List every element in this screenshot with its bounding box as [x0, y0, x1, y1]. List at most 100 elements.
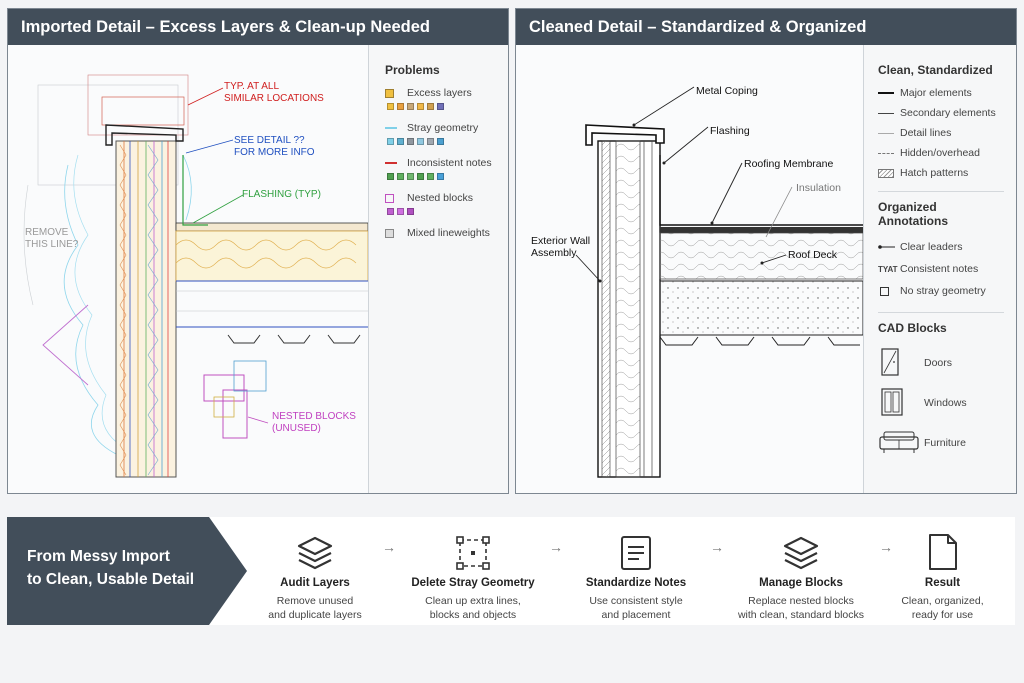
- workflow-banner: From Messy Import to Clean, Usable Detai…: [7, 517, 247, 625]
- legend-item-label: Mixed lineweights: [407, 227, 490, 239]
- arrow-right-icon: →: [382, 539, 396, 555]
- sofa-icon: [878, 429, 924, 458]
- roof-deck-label: Roof Deck: [788, 249, 838, 261]
- legend-item-label: Stray geometry: [407, 122, 479, 134]
- layer-color-swatch: [387, 173, 394, 180]
- step-title: Audit Layers: [280, 577, 350, 589]
- arrow-right-icon: →: [710, 539, 724, 555]
- legend-line-label: Hidden/overhead: [900, 147, 980, 159]
- legend-clear-leaders: Clear leaders: [878, 236, 1004, 258]
- hatch-pattern-icon: [878, 168, 900, 178]
- legend-block-label: Doors: [924, 357, 953, 369]
- inconsistent-notes-swatches: [385, 173, 496, 180]
- step-desc-line1: Use consistent style: [589, 595, 683, 607]
- exterior-wall-label-line2: Assembly: [531, 247, 577, 259]
- layer-color-swatch: [397, 138, 404, 145]
- legend-item-inconsistent-notes: Inconsistent notes: [385, 155, 496, 171]
- legend-item-nested-blocks: Nested blocks: [385, 190, 496, 206]
- hidden-line-icon: [878, 152, 900, 154]
- leader-icon: [878, 243, 900, 251]
- layer-color-swatch: [407, 208, 414, 215]
- nested-blocks-note-line2: (UNUSED): [272, 423, 321, 434]
- layers-icon: [297, 536, 333, 570]
- nested-blocks-swatch-icon: [385, 193, 407, 203]
- document-icon: [928, 534, 957, 570]
- problems-legend-title: Problems: [385, 63, 440, 77]
- layer-color-swatch: [407, 103, 414, 110]
- cleaned-detail-panel: Cleaned Detail – Standardized & Organize…: [515, 8, 1017, 494]
- see-detail-note-line1: SEE DETAIL ??: [234, 135, 305, 146]
- legend-annotation-label: No stray geometry: [900, 285, 986, 297]
- organized-annotations-title: Organized Annotations: [878, 200, 948, 228]
- legend-line-major: Major elements: [878, 85, 1004, 101]
- layer-color-swatch: [417, 138, 424, 145]
- step-title: Standardize Notes: [585, 577, 687, 589]
- step-title: Delete Stray Geometry: [411, 577, 535, 589]
- step-delete-stray-geometry: Delete Stray Geometry Clean up extra lin…: [388, 517, 558, 622]
- layer-color-swatch: [407, 138, 414, 145]
- legend-line-label: Detail lines: [900, 127, 952, 139]
- layer-color-swatch: [397, 208, 404, 215]
- layer-color-swatch: [437, 138, 444, 145]
- stray-geometry-line-icon: [385, 127, 407, 129]
- legend-no-stray-geometry: No stray geometry: [878, 280, 1004, 302]
- layer-color-swatch: [387, 138, 394, 145]
- layer-color-swatch: [417, 103, 424, 110]
- typ-note-line2: SIMILAR LOCATIONS: [224, 93, 324, 104]
- excess-layers-swatch-icon: [385, 88, 407, 98]
- legend-block-furniture: Furniture: [878, 423, 1004, 463]
- legend-line-detail: Detail lines: [878, 125, 1004, 141]
- typ-note-line1: TYP. AT ALL: [224, 81, 280, 92]
- flashing-typ-note: FLASHING (TYP): [242, 189, 321, 200]
- step-result: Result Clean, organized, ready for use: [870, 517, 1015, 622]
- exterior-wall-label-line1: Exterior Wall: [531, 235, 591, 247]
- layer-color-swatch: [427, 103, 434, 110]
- banner-text: From Messy Import to Clean, Usable Detai…: [27, 545, 194, 591]
- imported-detail-title: Imported Detail – Excess Layers & Clean-…: [8, 9, 508, 45]
- step-desc-line1: Clean, organized,: [901, 595, 984, 607]
- legend-divider: [878, 312, 1004, 313]
- legend-line-hatch: Hatch patterns: [878, 165, 1004, 181]
- nested-blocks-note-line1: NESTED BLOCKS: [272, 411, 356, 422]
- step-desc-line1: Replace nested blocks: [748, 595, 854, 607]
- legend-block-doors: Doors: [878, 343, 1004, 383]
- step-title: Result: [924, 577, 961, 589]
- typ-note-glyph: TYAT: [878, 264, 898, 274]
- legend-item-stray-geometry: Stray geometry: [385, 120, 496, 136]
- clean-section-svg: [575, 86, 863, 478]
- roofing-membrane-label: Roofing Membrane: [744, 158, 834, 170]
- cleaned-detail-title: Cleaned Detail – Standardized & Organize…: [516, 9, 1016, 45]
- layer-color-swatch: [387, 208, 394, 215]
- legend-line-hidden: Hidden/overhead: [878, 145, 1004, 161]
- clean-detail-drawing: Metal Coping Flashing Roofing Membrane I…: [516, 45, 863, 493]
- messy-section-svg: [23, 74, 368, 478]
- layer-color-swatch: [397, 103, 404, 110]
- legend-line-secondary: Secondary elements: [878, 105, 1004, 121]
- inconsistent-notes-line-icon: [385, 162, 407, 164]
- banner-line1: From Messy Import: [27, 548, 170, 565]
- arrow-right-icon: →: [549, 539, 563, 555]
- legend-item-excess-layers: Excess layers: [385, 85, 496, 101]
- step-desc-line2: and duplicate layers: [268, 609, 362, 621]
- layer-color-swatch: [427, 173, 434, 180]
- step-title: Manage Blocks: [759, 577, 843, 589]
- major-line-icon: [878, 92, 900, 94]
- nested-blocks-swatches: [385, 208, 496, 215]
- layer-color-swatch: [427, 138, 434, 145]
- imported-detail-panel: Imported Detail – Excess Layers & Clean-…: [7, 8, 509, 494]
- problems-legend: Problems Excess layers Stray geometry In…: [368, 45, 508, 493]
- legend-item-label: Nested blocks: [407, 192, 473, 204]
- legend-item-label: Inconsistent notes: [407, 157, 492, 169]
- step-desc-line2: ready for use: [911, 609, 974, 621]
- selection-icon: [456, 536, 490, 570]
- legend-line-label: Secondary elements: [900, 107, 996, 119]
- messy-detail-drawing: TYP. AT ALL SIMILAR LOCATIONS SEE DETAIL…: [8, 45, 368, 493]
- layer-color-swatch: [437, 173, 444, 180]
- layer-color-swatch: [387, 103, 394, 110]
- layer-color-swatch: [407, 173, 414, 180]
- legend-annotation-label: Consistent notes: [900, 263, 979, 275]
